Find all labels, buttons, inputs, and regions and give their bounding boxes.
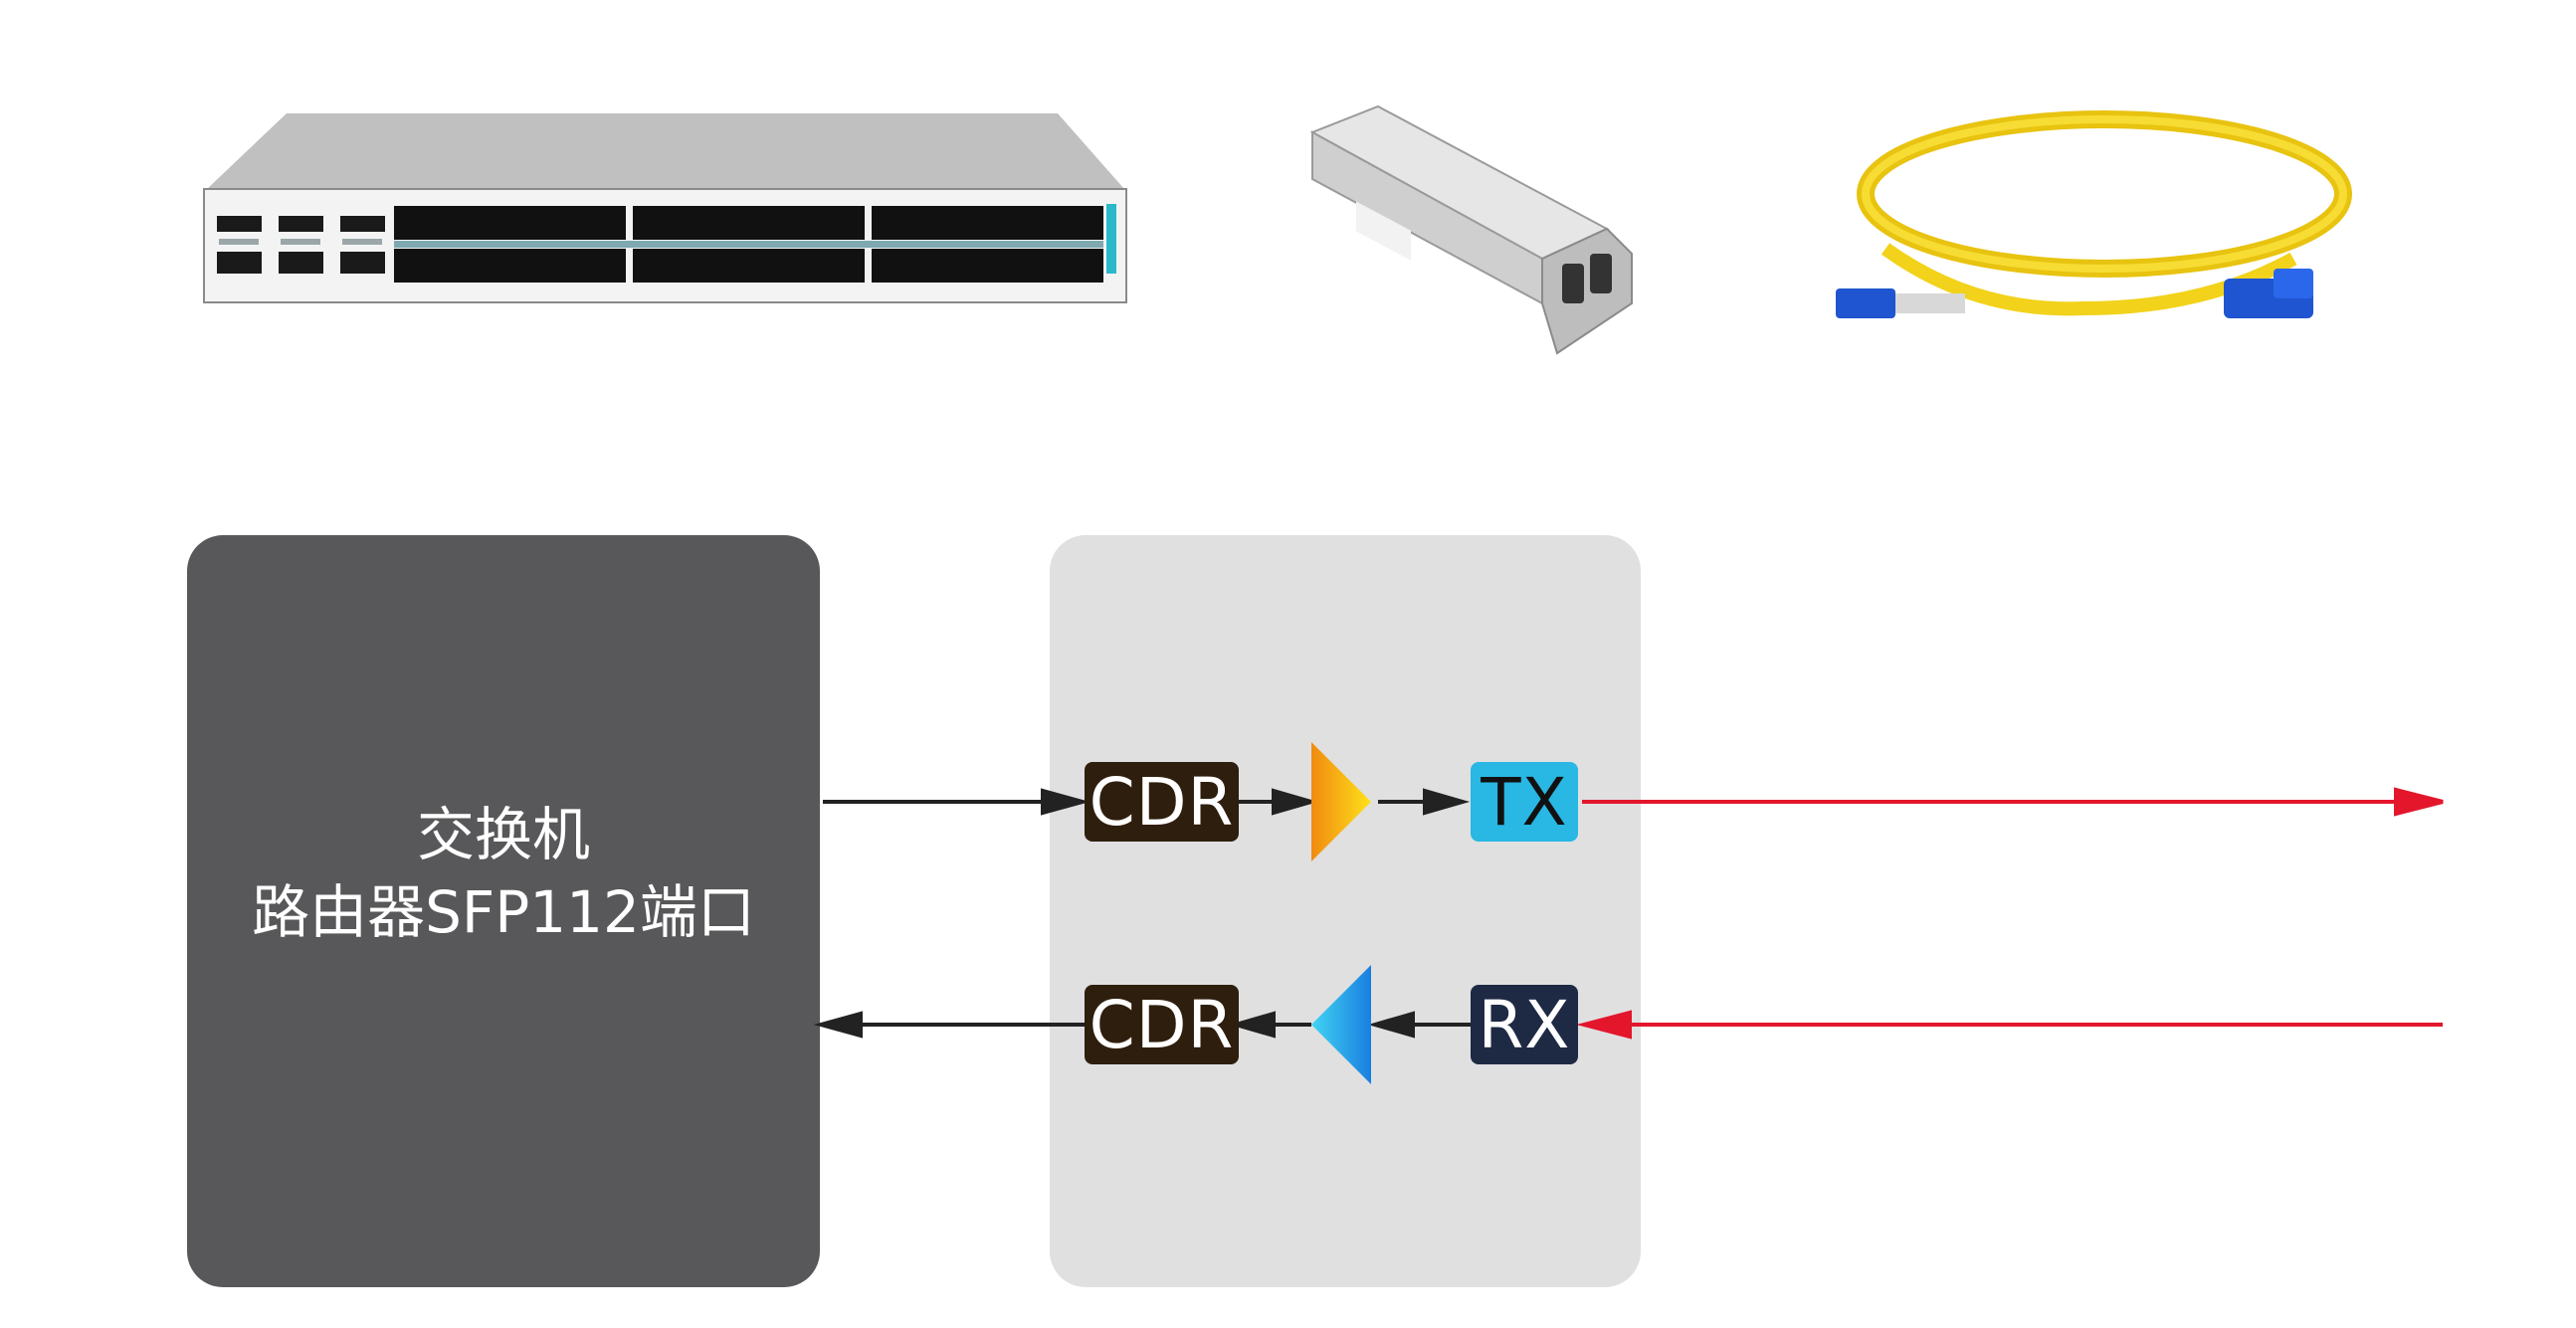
host-to-cdr-arrow — [1041, 788, 1090, 816]
rx-block: RX — [1471, 985, 1578, 1064]
cdr-to-host-arrow — [813, 1011, 863, 1039]
network-switch-icon — [203, 113, 1127, 303]
host-label-line1: 交换机 — [416, 801, 590, 868]
module-box — [1050, 535, 1641, 1287]
cdr-to-driver-arrow — [1272, 788, 1319, 816]
driver-triangle-icon — [1311, 742, 1371, 861]
sfp-transceiver-icon — [1309, 104, 1633, 355]
rx-to-tia-arrow — [1367, 1011, 1415, 1039]
tia-triangle-icon — [1311, 965, 1371, 1084]
fiber-patch-cable-icon — [1836, 110, 2352, 318]
driver-to-tx-arrow — [1423, 788, 1471, 816]
rx-cdr-block: CDR — [1085, 985, 1239, 1064]
host-box — [187, 535, 820, 1287]
tia-to-cdr-arrow — [1228, 1011, 1276, 1039]
tx-block: TX — [1471, 762, 1578, 842]
host-label: 交换机 路由器SFP112端口 — [187, 796, 820, 951]
tx-cdr-block: CDR — [1085, 762, 1239, 842]
tx-optical-arrow — [2394, 787, 2444, 817]
host-label-line2: 路由器SFP112端口 — [252, 878, 755, 946]
rx-optical-arrow — [1576, 1010, 1632, 1040]
